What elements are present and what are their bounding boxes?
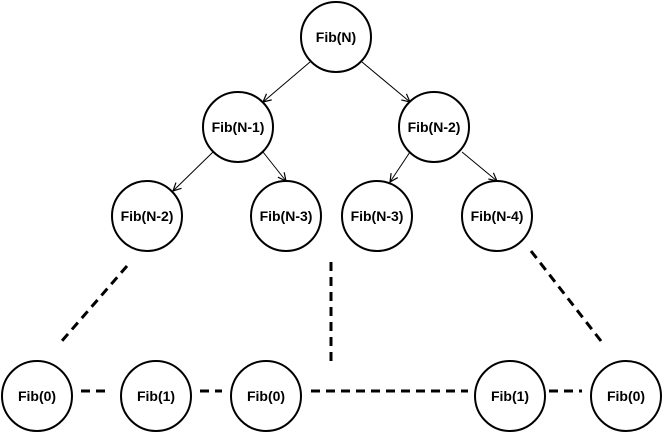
node-fib-n: Fib(N)	[300, 1, 372, 73]
node-label: Fib(1)	[491, 388, 529, 404]
node-circle	[341, 180, 413, 252]
edges	[173, 61, 497, 191]
node-label: Fib(0)	[247, 388, 285, 404]
node-circle	[461, 180, 533, 252]
node-circle	[111, 180, 183, 252]
node-circle	[590, 360, 662, 432]
node-fib-n-4: Fib(N-4)	[461, 180, 533, 252]
node-circle	[120, 360, 192, 432]
node-circle	[230, 360, 302, 432]
leaf-node-3: Fib(0)	[230, 360, 302, 432]
node-label: Fib(N-2)	[408, 119, 461, 135]
edge-fibN2-to-fibN4	[461, 151, 497, 181]
node-label: Fib(N-3)	[260, 208, 313, 224]
node-circle	[300, 1, 372, 73]
node-fib-n-3-left: Fib(N-3)	[250, 180, 322, 252]
edge-fibN1-to-fibN2	[173, 151, 214, 191]
node-circle	[474, 360, 546, 432]
node-label: Fib(N-4)	[471, 208, 524, 224]
node-circle	[1, 360, 73, 432]
node-label: Fib(0)	[18, 388, 56, 404]
node-label: Fib(N-1)	[212, 119, 265, 135]
ellipsis-right-line	[529, 250, 603, 342]
edge-fibN1-to-fibN3	[262, 151, 286, 181]
node-circle	[398, 91, 470, 163]
continuation-lines	[59, 250, 603, 393]
leaf-node-1: Fib(0)	[1, 360, 73, 432]
node-fib-n-2-left: Fib(N-2)	[111, 180, 183, 252]
node-label: Fib(N-2)	[121, 208, 174, 224]
node-circle	[202, 91, 274, 163]
node-circle	[250, 180, 322, 252]
ellipsis-left-line	[59, 265, 129, 343]
edge-fibN-to-fibN2	[361, 61, 410, 102]
edge-fibN-to-fibN1	[263, 61, 311, 102]
leaf-node-5: Fib(0)	[590, 360, 662, 432]
node-label: Fib(1)	[137, 388, 175, 404]
node-fib-n-3-right: Fib(N-3)	[341, 180, 413, 252]
leaf-node-4: Fib(1)	[474, 360, 546, 432]
node-fib-n-2-right: Fib(N-2)	[398, 91, 470, 163]
edge-fibN2-to-fibN3	[390, 151, 411, 182]
node-fib-n-1: Fib(N-1)	[202, 91, 274, 163]
node-label: Fib(0)	[607, 388, 645, 404]
leaf-node-2: Fib(1)	[120, 360, 192, 432]
node-label: Fib(N-3)	[351, 208, 404, 224]
node-label: Fib(N)	[316, 29, 356, 45]
